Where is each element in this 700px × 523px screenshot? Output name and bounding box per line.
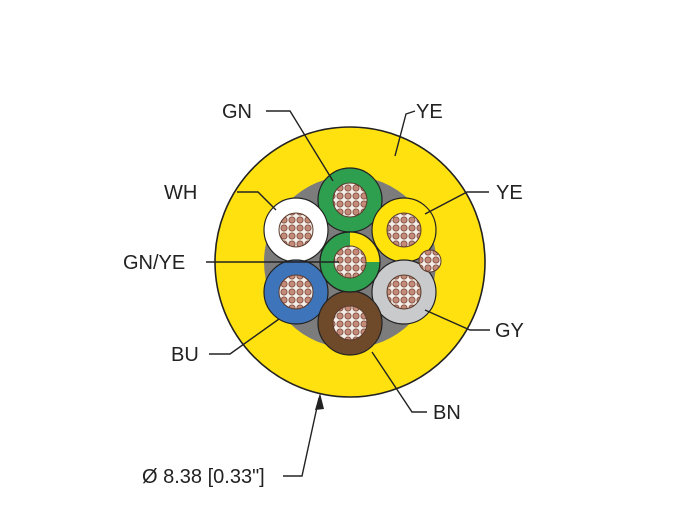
leader-wh bbox=[237, 191, 277, 211]
label-wh: WH bbox=[164, 182, 197, 204]
leader-bu bbox=[209, 318, 280, 355]
label-gn-ye: GN/YE bbox=[123, 252, 185, 274]
drain-wire bbox=[418, 249, 442, 273]
leader-ye-right bbox=[424, 191, 489, 215]
label-ye-right: YE bbox=[496, 182, 523, 204]
core-gray bbox=[371, 259, 437, 325]
label-gy: GY bbox=[495, 320, 524, 342]
diameter-arrowhead bbox=[315, 393, 324, 410]
leader-ye-top bbox=[394, 110, 416, 157]
label-ye-top: YE bbox=[416, 101, 443, 123]
leader-bn bbox=[371, 351, 427, 413]
label-bn: BN bbox=[433, 402, 461, 424]
core-white bbox=[263, 197, 329, 263]
core-green-top bbox=[317, 167, 383, 233]
label-bu: BU bbox=[171, 344, 199, 366]
leader-diameter bbox=[283, 397, 320, 477]
label-diameter: Ø 8.38 [0.33"] bbox=[142, 466, 265, 488]
core-green-yellow-center bbox=[319, 231, 381, 293]
leader-gy bbox=[424, 309, 490, 331]
label-gn-top: GN bbox=[222, 101, 252, 123]
core-brown bbox=[317, 290, 383, 356]
core-blue bbox=[263, 259, 329, 325]
leader-gn-top bbox=[266, 110, 334, 182]
